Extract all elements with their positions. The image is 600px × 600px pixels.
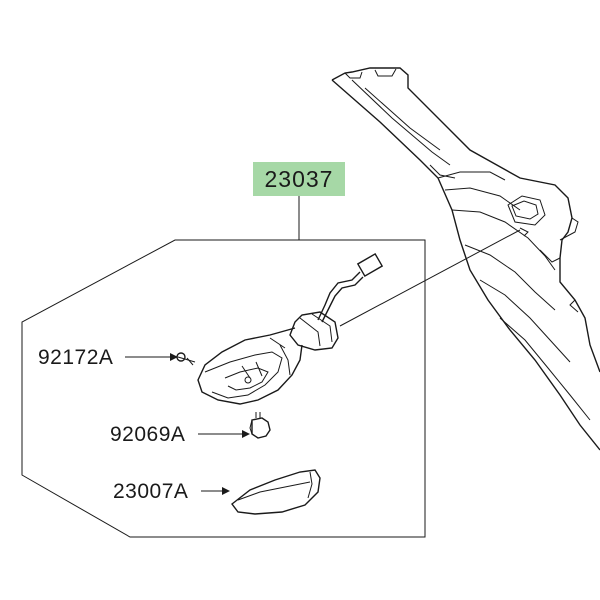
part-callout-92172A[interactable]: 92172A — [38, 346, 178, 369]
main-part-highlight — [253, 162, 345, 196]
main-part-callout[interactable]: 23037 — [253, 162, 345, 196]
part-callout-23007A[interactable]: 23007A — [113, 480, 230, 503]
turn-signal-drawing — [197, 252, 384, 405]
arrow-head-icon — [170, 353, 178, 361]
main-part-number: 23037 — [265, 166, 334, 192]
bulb-drawing — [249, 412, 271, 439]
lens-drawing — [231, 469, 321, 515]
part-number-23007A: 23007A — [113, 480, 188, 503]
part-number-92172A: 92172A — [38, 346, 113, 369]
screw-drawing — [176, 352, 196, 366]
mount-leader-line — [339, 229, 521, 327]
part-callout-92069A[interactable]: 92069A — [110, 423, 250, 446]
part-number-92069A: 92069A — [110, 423, 185, 446]
assembly-outline — [21, 239, 426, 538]
tail-subframe-drawing — [331, 67, 600, 451]
arrow-head-icon — [222, 487, 230, 495]
arrow-head-icon — [242, 430, 250, 438]
